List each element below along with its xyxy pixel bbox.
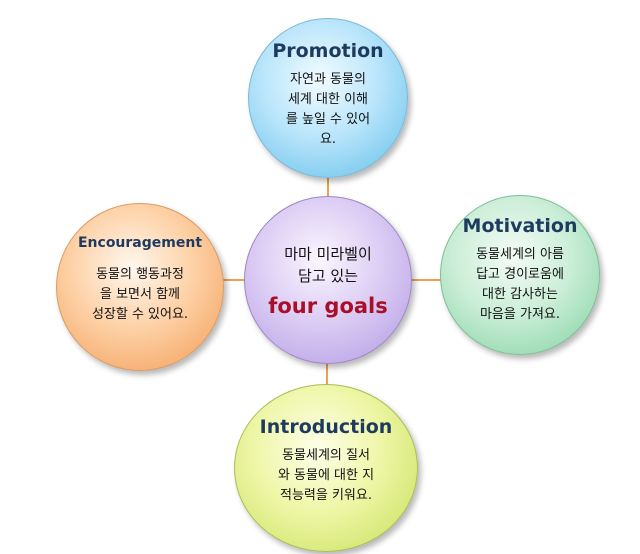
encouragement-circle: Encouragement 동물의 행동과정 을 보면서 함께 성장할 수 있어… (56, 203, 224, 371)
introduction-text: 동물세계의 질서 와 동물에 대한 지 적능력을 키워요. (277, 447, 375, 504)
promotion-title: Promotion (272, 39, 384, 62)
motivation-circle: Motivation 동물세계의 아름 답고 경이로움에 대한 감사하는 마음을… (440, 195, 600, 355)
promotion-circle: Promotion 자연과 동물의 세계 대한 이해 를 높일 수 있어 요. (248, 18, 408, 178)
four-goals-label: four goals (268, 293, 388, 318)
motivation-title: Motivation (462, 214, 578, 237)
encouragement-title: Encouragement (77, 234, 203, 251)
encouragement-text: 동물의 행동과정 을 보면서 함께 성장할 수 있어요. (91, 266, 189, 323)
introduction-title: Introduction (259, 415, 393, 438)
introduction-circle: Introduction 동물세계의 질서 와 동물에 대한 지 적능력을 키워… (234, 384, 418, 552)
center-line-1: 마마 미라벨이 (284, 244, 372, 263)
motivation-text: 동물세계의 아름 답고 경이로움에 대한 감사하는 마음을 가져요. (476, 246, 564, 323)
promotion-text: 자연과 동물의 세계 대한 이해 를 높일 수 있어 요. (285, 71, 371, 148)
center-line-2: 담고 있는 (298, 267, 358, 285)
center-circle: 마마 미라벨이 담고 있는 four goals (244, 196, 412, 364)
